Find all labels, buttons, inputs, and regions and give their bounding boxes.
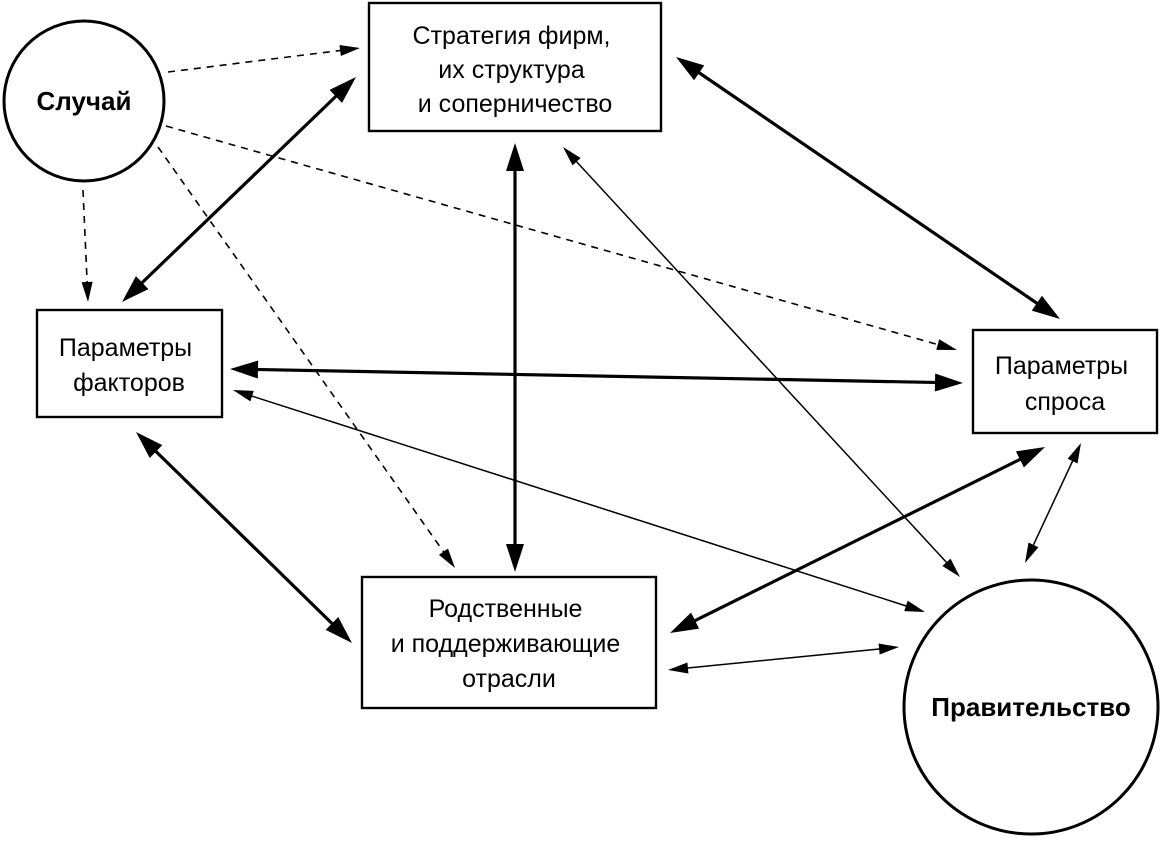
government-label: Правительство (931, 692, 1130, 722)
link-chance-factors (81, 189, 93, 302)
factors-box (35, 308, 224, 419)
link-strategy-related (506, 143, 524, 572)
link-line (157, 146, 447, 556)
arrowhead-start (233, 390, 254, 402)
link-line (82, 189, 89, 287)
factors-label: Параметры факторов (59, 334, 199, 397)
arrowhead-end (934, 373, 963, 392)
arrowhead-start (668, 662, 689, 674)
link-line (693, 68, 1043, 308)
link-demand-government (1025, 443, 1081, 563)
strategy-label-line-2: их структура (438, 56, 585, 84)
arrowhead-start (563, 147, 581, 166)
arrowhead-end (122, 276, 149, 302)
link-line (683, 647, 884, 670)
link-line (248, 394, 910, 608)
arrowhead-end (1025, 542, 1039, 563)
arrowhead-end (81, 281, 93, 302)
arrowhead-end (438, 548, 455, 568)
arrowhead-start (136, 432, 163, 459)
arrowhead-end (936, 339, 957, 350)
link-chance-demand (165, 125, 957, 350)
arrowhead-end (325, 616, 352, 643)
link-factors-government (233, 390, 925, 612)
link-strategy-government (563, 147, 960, 577)
link-line (165, 125, 942, 347)
arrowhead-end (506, 544, 524, 572)
arrowhead-start (329, 77, 356, 103)
node-strategy: Стратегия фирм, их структура и соперниче… (367, 1, 663, 133)
related-label-line-2: и поддерживающие (391, 630, 621, 658)
government-circle (902, 578, 1160, 836)
link-line (137, 91, 341, 288)
arrowhead-start (670, 612, 700, 633)
arrowhead-end (904, 600, 925, 612)
arrowhead-end (878, 643, 899, 655)
government-label-line-1: Правительство (931, 692, 1130, 722)
demand-label-line-2: спроса (1025, 388, 1105, 416)
arrowhead-start (230, 360, 259, 379)
chance-label-line-1: Случай (37, 86, 132, 116)
link-strategy-demand (676, 57, 1060, 319)
related-label-line-1: Родственные (429, 595, 583, 623)
link-line (252, 367, 941, 385)
node-chance: Случай (2, 19, 166, 183)
related-label: Родственные и поддерживающие отрасли (391, 595, 628, 693)
arrowhead-end (942, 558, 960, 577)
links-layer (81, 45, 1081, 674)
chance-circle (2, 19, 166, 183)
demand-label: Параметры спроса (995, 352, 1135, 416)
arrowhead-start (506, 143, 524, 171)
link-line (573, 158, 950, 566)
link-related-government (668, 643, 899, 674)
link-related-demand (670, 447, 1045, 633)
chance-label: Случай (37, 86, 132, 116)
link-factors-related (136, 432, 352, 643)
related-label-line-3: отрасли (462, 665, 556, 693)
node-factors: Параметры факторов (35, 308, 224, 419)
node-demand: Параметры спроса (971, 328, 1159, 435)
link-chance-strategy (167, 45, 360, 73)
demand-label-line-1: Параметры (995, 352, 1128, 380)
strategy-label: Стратегия фирм, их структура и соперниче… (413, 22, 618, 118)
demand-box (971, 328, 1159, 435)
strategy-box (367, 1, 663, 133)
link-line (1031, 457, 1075, 549)
link-line (167, 49, 345, 73)
arrowhead-start (676, 57, 705, 81)
link-line (689, 455, 1026, 625)
arrowhead-end (339, 45, 360, 56)
arrowhead-start (1067, 443, 1081, 464)
link-strategy-factors (122, 77, 356, 302)
arrowhead-end (1015, 447, 1045, 468)
factors-label-line-1: Параметры (59, 334, 192, 362)
related-box (360, 575, 658, 710)
factors-label-line-2: факторов (73, 369, 185, 397)
node-related: Родственные и поддерживающие отрасли (360, 575, 658, 710)
node-government: Правительство (902, 578, 1160, 836)
link-factors-demand (230, 360, 963, 392)
link-chance-related (157, 146, 455, 568)
strategy-label-line-1: Стратегия фирм, (413, 22, 611, 50)
strategy-label-line-3: и соперничество (418, 90, 613, 118)
arrowhead-end (1031, 295, 1060, 319)
link-line (150, 446, 338, 629)
